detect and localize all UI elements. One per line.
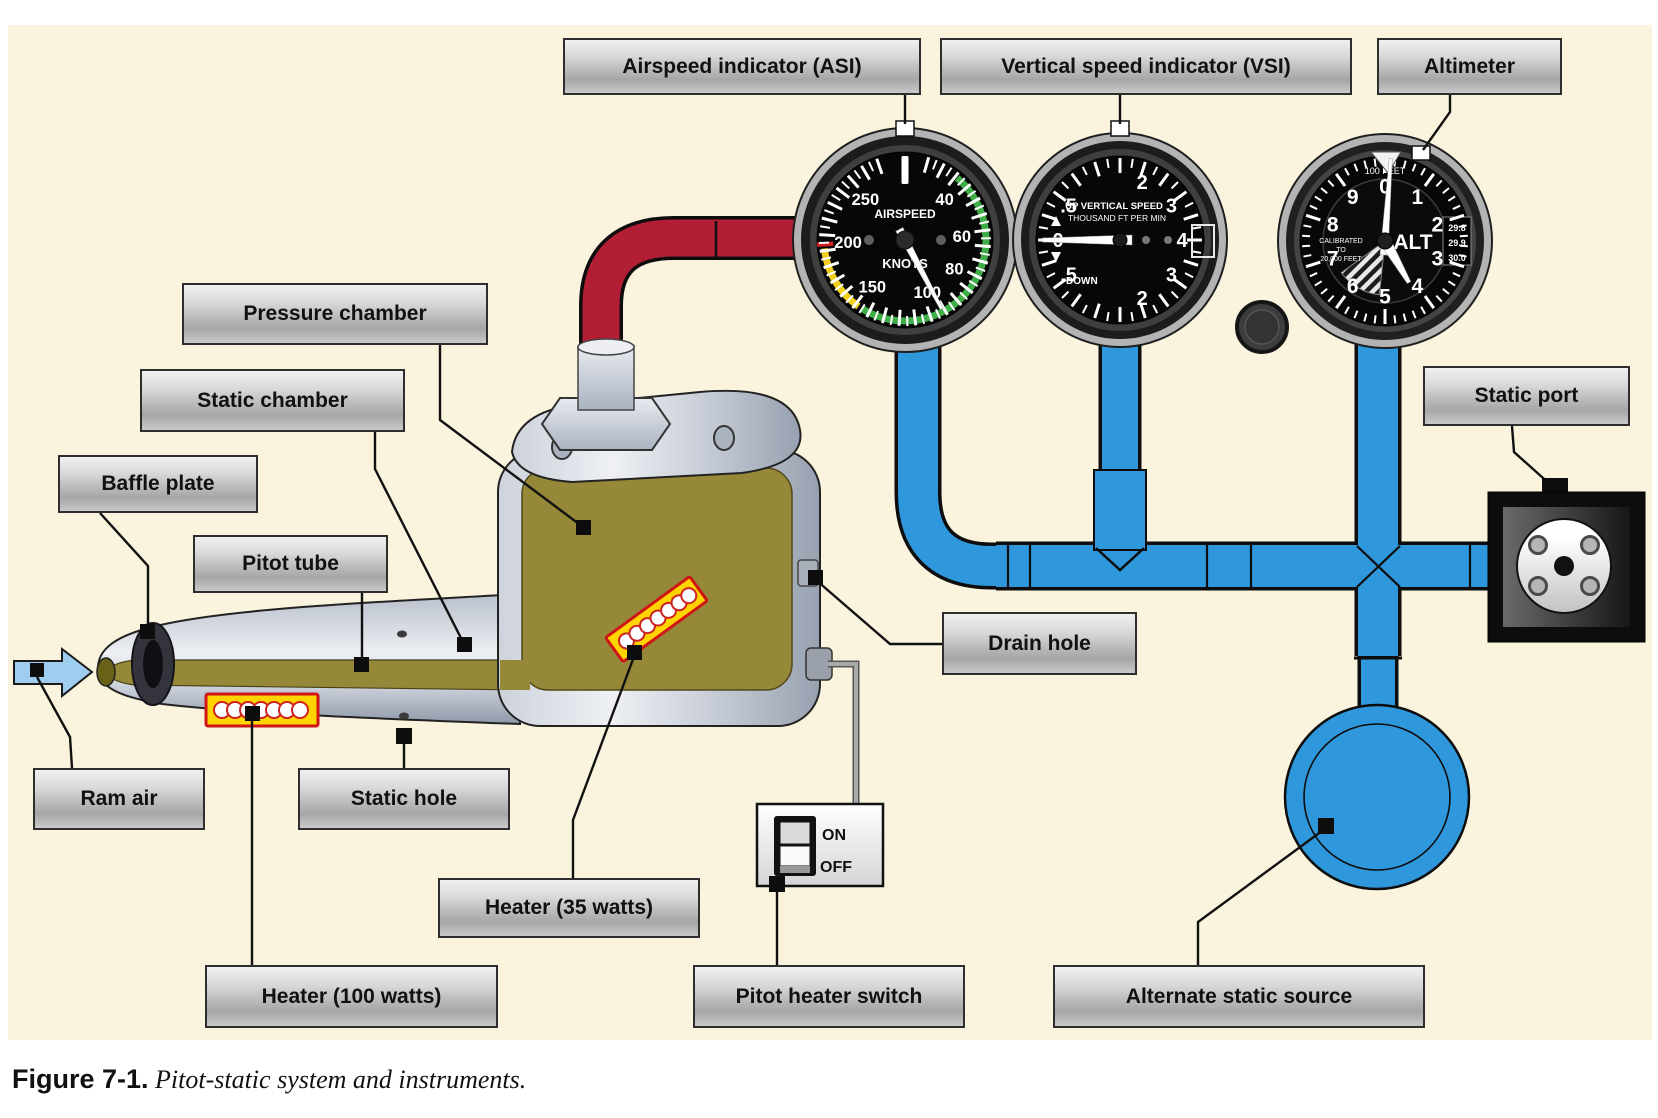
altimeter-cal-line3: 20,000 FEET	[1320, 256, 1362, 263]
altimeter-leader-connector	[1411, 145, 1431, 161]
leader-lines	[30, 95, 1568, 965]
tee-joint-chevron	[1095, 547, 1145, 572]
vsi-needle	[1041, 234, 1133, 246]
altimeter-long-needle	[1379, 157, 1393, 256]
svg-text:7: 7	[1327, 247, 1339, 270]
svg-text:6: 6	[1347, 275, 1359, 298]
label-static-chamber: Static chamber	[140, 369, 405, 432]
altimeter-cal-line2: TO	[1336, 247, 1346, 254]
label-baffle-plate: Baffle plate	[58, 455, 258, 513]
static-hole-top	[397, 630, 407, 638]
ram-air-opening	[96, 657, 116, 687]
label-pitot-heater-switch: Pitot heater switch	[693, 965, 965, 1028]
svg-text:8: 8	[1327, 213, 1339, 236]
alternate-static-source-device	[1283, 703, 1471, 891]
ram-air-arrow-icon	[13, 646, 94, 699]
svg-text:29.9: 29.9	[1448, 238, 1466, 248]
altimeter-10k-pointer	[1369, 151, 1402, 174]
static-plumbing-pipes	[894, 332, 1489, 891]
static-port-hole	[1554, 556, 1574, 576]
svg-text:2: 2	[1431, 213, 1443, 236]
vsi-up-arrow-icon	[1051, 216, 1061, 226]
vsi-up-label: UP VERTICAL SPEED	[1065, 201, 1163, 212]
svg-text:40: 40	[935, 191, 953, 209]
label-pressure-chamber: Pressure chamber	[182, 283, 488, 345]
svg-text:80: 80	[945, 260, 963, 278]
svg-text:3: 3	[1166, 265, 1177, 287]
altimeter-feet-label: 100 FEET	[1365, 166, 1406, 176]
pitot-heater-switch-panel: ON OFF	[755, 802, 885, 888]
figure-caption: Figure 7-1. Pitot-static system and inst…	[12, 1064, 526, 1095]
hex-nut	[540, 397, 672, 451]
pitot-pressure-tube	[579, 216, 797, 402]
static-port-device	[1487, 491, 1646, 643]
asi-title: AIRSPEED	[874, 207, 936, 221]
label-vertical-speed-indicator: Vertical speed indicator (VSI)	[940, 38, 1352, 95]
svg-text:250: 250	[852, 191, 880, 209]
label-altimeter: Altimeter	[1377, 38, 1562, 95]
label-airspeed-indicator: Airspeed indicator (ASI)	[563, 38, 921, 95]
pressure-chamber-interior	[521, 467, 793, 691]
switch-on-label: ON	[822, 827, 846, 844]
vsi-down-label: DOWN	[1066, 276, 1098, 287]
vsi-adjust-window	[1191, 224, 1215, 258]
label-alternate-static-source: Alternate static source	[1053, 965, 1425, 1028]
label-static-hole: Static hole	[298, 768, 510, 830]
altimeter-alt-label: ALT	[1393, 231, 1432, 254]
svg-text:.5: .5	[1060, 265, 1077, 287]
svg-text:4: 4	[1176, 230, 1188, 252]
svg-text:5: 5	[1379, 285, 1391, 308]
vsi-units-label: THOUSAND FT PER MIN	[1068, 213, 1166, 223]
pitot-tube-assembly	[96, 338, 833, 728]
svg-text:200: 200	[834, 234, 862, 252]
svg-text:60: 60	[953, 228, 971, 246]
label-drain-hole: Drain hole	[942, 612, 1137, 675]
asi-lubber-mark	[901, 156, 909, 184]
heater-wire	[828, 662, 858, 804]
asi-down-pipe	[898, 338, 1012, 586]
label-heater-35-watts: Heater (35 watts)	[438, 878, 700, 938]
svg-text:0: 0	[1379, 175, 1391, 198]
vsi-down-arrow-icon	[1051, 252, 1061, 262]
label-heater-100-watts: Heater (100 watts)	[205, 965, 498, 1028]
svg-text:30.0: 30.0	[1448, 253, 1466, 263]
svg-text:29.8: 29.8	[1448, 223, 1466, 233]
svg-text:9: 9	[1347, 186, 1359, 209]
svg-text:1: 1	[1411, 186, 1423, 209]
svg-text:150: 150	[859, 278, 887, 296]
label-ram-air: Ram air	[33, 768, 205, 830]
tube-fitting	[577, 345, 635, 411]
heater-35w-coil	[604, 575, 709, 663]
figure-caption-number: Figure 7-1.	[12, 1064, 149, 1094]
svg-text:.5: .5	[1060, 195, 1077, 217]
altimeter-cal-line1: CALIBRATED	[1319, 238, 1362, 245]
label-pitot-tube: Pitot tube	[193, 535, 388, 593]
label-static-port: Static port	[1423, 366, 1630, 426]
svg-text:3: 3	[1431, 247, 1443, 270]
svg-text:3: 3	[1166, 195, 1177, 217]
heater-100w-coil	[204, 692, 320, 728]
static-hole-bottom	[399, 712, 409, 720]
svg-text:2: 2	[1137, 172, 1148, 194]
vsi-pipe-collar	[1093, 469, 1147, 551]
figure-caption-text: Pitot-static system and instruments.	[148, 1065, 527, 1094]
switch-off-label: OFF	[820, 859, 852, 876]
svg-text:2: 2	[1137, 288, 1148, 310]
svg-text:4: 4	[1411, 275, 1423, 298]
